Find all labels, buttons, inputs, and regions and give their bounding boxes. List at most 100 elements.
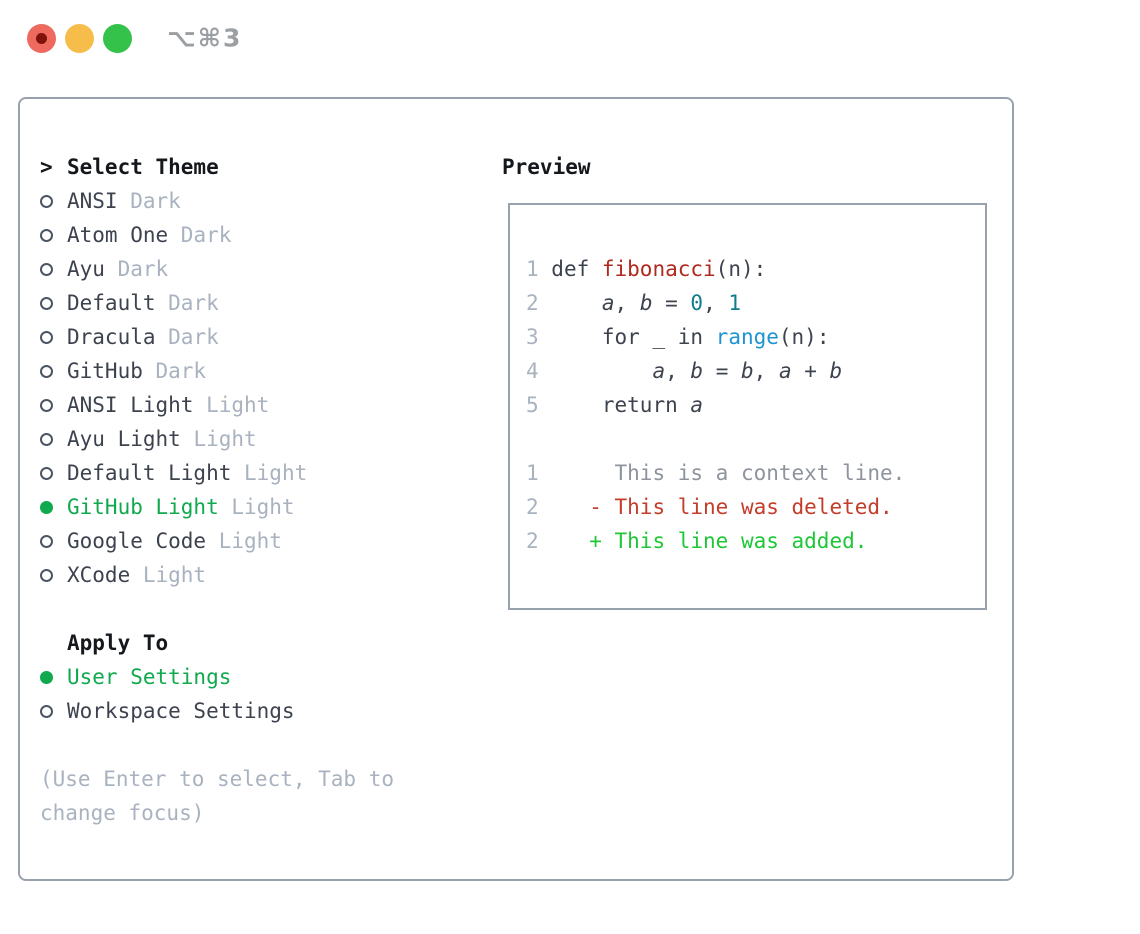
theme-option[interactable]: GitHub Light Light xyxy=(40,490,394,524)
radio-circle-icon xyxy=(40,534,53,548)
theme-option[interactable]: Default Light Light xyxy=(40,456,394,490)
caret-glyph: > xyxy=(40,155,53,179)
radio-icon xyxy=(40,432,67,446)
radio-circle-icon xyxy=(40,296,53,310)
theme-name: GitHub Light xyxy=(67,495,219,519)
apply-to-option-label: User Settings xyxy=(67,665,232,689)
line-number: 2 xyxy=(526,291,552,315)
radio-circle-icon xyxy=(40,330,53,344)
theme-option[interactable]: Ayu Dark xyxy=(40,252,394,286)
theme-name: Dracula xyxy=(67,325,156,349)
theme-name: Google Code xyxy=(67,529,207,553)
theme-name: GitHub xyxy=(67,359,143,383)
code-token-var: a xyxy=(601,291,615,315)
theme-variant: Light xyxy=(231,461,308,485)
theme-option[interactable]: Ayu Light Light xyxy=(40,422,394,456)
code-token-var: b xyxy=(829,359,843,383)
line-number: 3 xyxy=(526,325,552,349)
theme-name: XCode xyxy=(67,563,131,587)
line-number: 5 xyxy=(526,393,552,417)
code-line: 2 a, b = 0, 1 xyxy=(526,286,985,320)
theme-name: ANSI Light xyxy=(67,393,194,417)
theme-option[interactable]: ANSI Dark xyxy=(40,184,394,218)
apply-to-option[interactable]: Workspace Settings xyxy=(40,694,394,728)
radio-icon xyxy=(40,364,67,378)
radio-icon xyxy=(40,228,67,242)
apply-to-header: Apply To xyxy=(40,626,394,660)
preview-heading: Preview xyxy=(502,155,591,179)
code-token-plain: (n): xyxy=(715,257,767,281)
theme-option[interactable]: XCode Light xyxy=(40,558,394,592)
code-token-num: 0 xyxy=(690,291,704,315)
code-token-plain: , xyxy=(614,291,640,315)
theme-name: Atom One xyxy=(67,223,169,247)
theme-option[interactable]: Google Code Light xyxy=(40,524,394,558)
radio-icon xyxy=(40,296,67,310)
radio-icon xyxy=(40,534,67,548)
code-token-added: + This line was added. xyxy=(589,529,868,553)
theme-variant: Light xyxy=(218,495,295,519)
code-line: 1 def fibonacci(n): xyxy=(526,252,985,286)
theme-name: Ayu xyxy=(67,257,105,281)
code-token-deleted: - This line was deleted. xyxy=(589,495,893,519)
radio-circle-icon xyxy=(40,568,53,582)
theme-option[interactable]: ANSI Light Light xyxy=(40,388,394,422)
radio-icon xyxy=(40,670,67,684)
hint-text: change focus) xyxy=(40,801,205,825)
theme-name: Ayu Light xyxy=(67,427,181,451)
code-token-plain: , xyxy=(703,291,729,315)
code-token-plain: (n): xyxy=(778,325,830,349)
radio-circle-icon xyxy=(40,364,53,378)
radio-icon xyxy=(40,500,67,514)
radio-circle-icon xyxy=(40,398,53,412)
theme-variant: Dark xyxy=(155,291,219,315)
code-token-context: This is a context line. xyxy=(614,461,906,485)
theme-variant: Dark xyxy=(117,189,181,213)
radio-icon xyxy=(40,568,67,582)
radio-circle-icon xyxy=(40,466,53,480)
code-token-plain xyxy=(551,495,589,519)
radio-icon xyxy=(40,330,67,344)
theme-option[interactable]: GitHub Dark xyxy=(40,354,394,388)
caret-icon: > xyxy=(40,155,67,179)
radio-circle-icon xyxy=(40,670,53,684)
radio-circle-icon xyxy=(40,704,53,718)
code-line xyxy=(526,422,985,456)
code-token-plain xyxy=(551,359,652,383)
radio-circle-icon xyxy=(40,432,53,446)
theme-option[interactable]: Default Dark xyxy=(40,286,394,320)
radio-icon xyxy=(40,262,67,276)
theme-name: ANSI xyxy=(67,189,118,213)
theme-name: Default Light xyxy=(67,461,232,485)
radio-icon xyxy=(40,398,67,412)
code-token-plain: for _ in xyxy=(551,325,716,349)
line-number: 2 xyxy=(526,495,552,519)
theme-option[interactable]: Dracula Dark xyxy=(40,320,394,354)
code-token-plain: = xyxy=(652,291,691,315)
theme-variant: Light xyxy=(130,563,207,587)
apply-to-option-label: Workspace Settings xyxy=(67,699,295,723)
maximize-button-icon[interactable] xyxy=(103,24,132,53)
code-token-plain: = xyxy=(703,359,741,383)
code-token-func: fibonacci xyxy=(601,257,716,281)
code-line: 3 for _ in range(n): xyxy=(526,320,985,354)
code-line: 4 a, b = b, a + b xyxy=(526,354,985,388)
apply-to-option[interactable]: User Settings xyxy=(40,660,394,694)
code-token-plain: return xyxy=(551,393,691,417)
close-button-icon[interactable] xyxy=(27,24,56,53)
theme-name: Default xyxy=(67,291,156,315)
titlebar: ⌥⌘3 xyxy=(0,0,1140,76)
theme-variant: Light xyxy=(193,393,270,417)
code-token-var: b xyxy=(639,291,653,315)
theme-option[interactable]: Atom One Dark xyxy=(40,218,394,252)
radio-icon xyxy=(40,194,67,208)
line-number xyxy=(526,427,551,451)
radio-circle-icon xyxy=(40,500,53,514)
line-number: 4 xyxy=(526,359,552,383)
minimize-button-icon[interactable] xyxy=(65,24,94,53)
code-token-plain: def xyxy=(551,257,602,281)
code-token-var: a xyxy=(690,393,704,417)
line-number: 1 xyxy=(526,461,552,485)
